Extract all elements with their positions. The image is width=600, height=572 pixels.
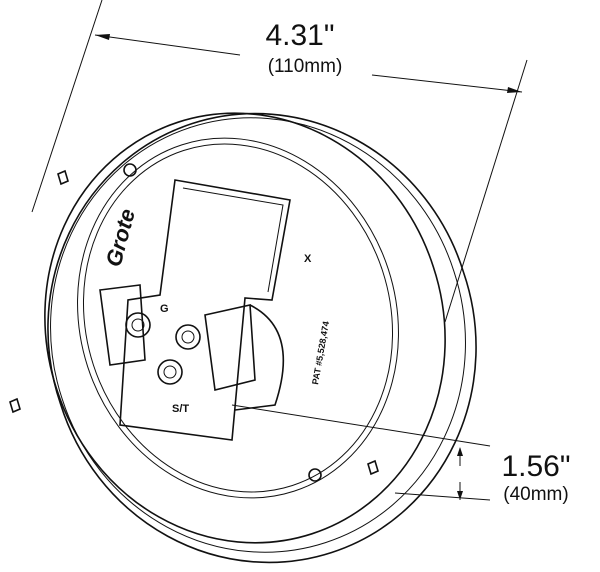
terminal-clip-left bbox=[99, 284, 146, 366]
inner-ring bbox=[83, 143, 393, 493]
depth-inches: 1.56" bbox=[501, 450, 570, 483]
mounting-tab bbox=[367, 459, 379, 476]
stop-tail-label: S/T bbox=[172, 403, 189, 415]
grote-logo: Grote bbox=[101, 206, 140, 269]
diameter-mm: (110mm) bbox=[268, 56, 343, 77]
extension-line-right bbox=[444, 59, 528, 323]
diameter-inches: 4.31" bbox=[265, 19, 334, 52]
outer-rim bbox=[47, 112, 477, 564]
leader-line-top bbox=[231, 404, 491, 447]
patent-label: PAT #5,528,474 bbox=[310, 320, 331, 385]
rim-edge bbox=[50, 117, 466, 553]
leader-line-bottom bbox=[394, 492, 491, 501]
arrowhead bbox=[457, 447, 463, 456]
arrowhead bbox=[95, 34, 110, 40]
mounting-tab bbox=[9, 397, 21, 414]
screw-hole bbox=[308, 468, 322, 482]
terminal bbox=[175, 324, 201, 350]
terminal-clip-right bbox=[204, 304, 256, 391]
dimension-line-right bbox=[371, 74, 523, 93]
extension-line-left bbox=[31, 0, 103, 213]
dimension-line-left bbox=[94, 34, 241, 56]
screw-hole bbox=[123, 163, 137, 177]
arrowhead bbox=[507, 87, 522, 93]
lamp-body bbox=[9, 112, 477, 564]
ground-label: G bbox=[160, 303, 169, 315]
connector-housing bbox=[119, 179, 291, 441]
inner-ring bbox=[77, 137, 399, 499]
terminal bbox=[157, 359, 183, 385]
mark-x: X bbox=[304, 253, 312, 265]
mounting-tab bbox=[57, 169, 69, 186]
terminal bbox=[125, 312, 151, 338]
arrowhead bbox=[457, 491, 463, 500]
lens-face bbox=[44, 112, 446, 544]
depth-mm: (40mm) bbox=[503, 484, 568, 505]
